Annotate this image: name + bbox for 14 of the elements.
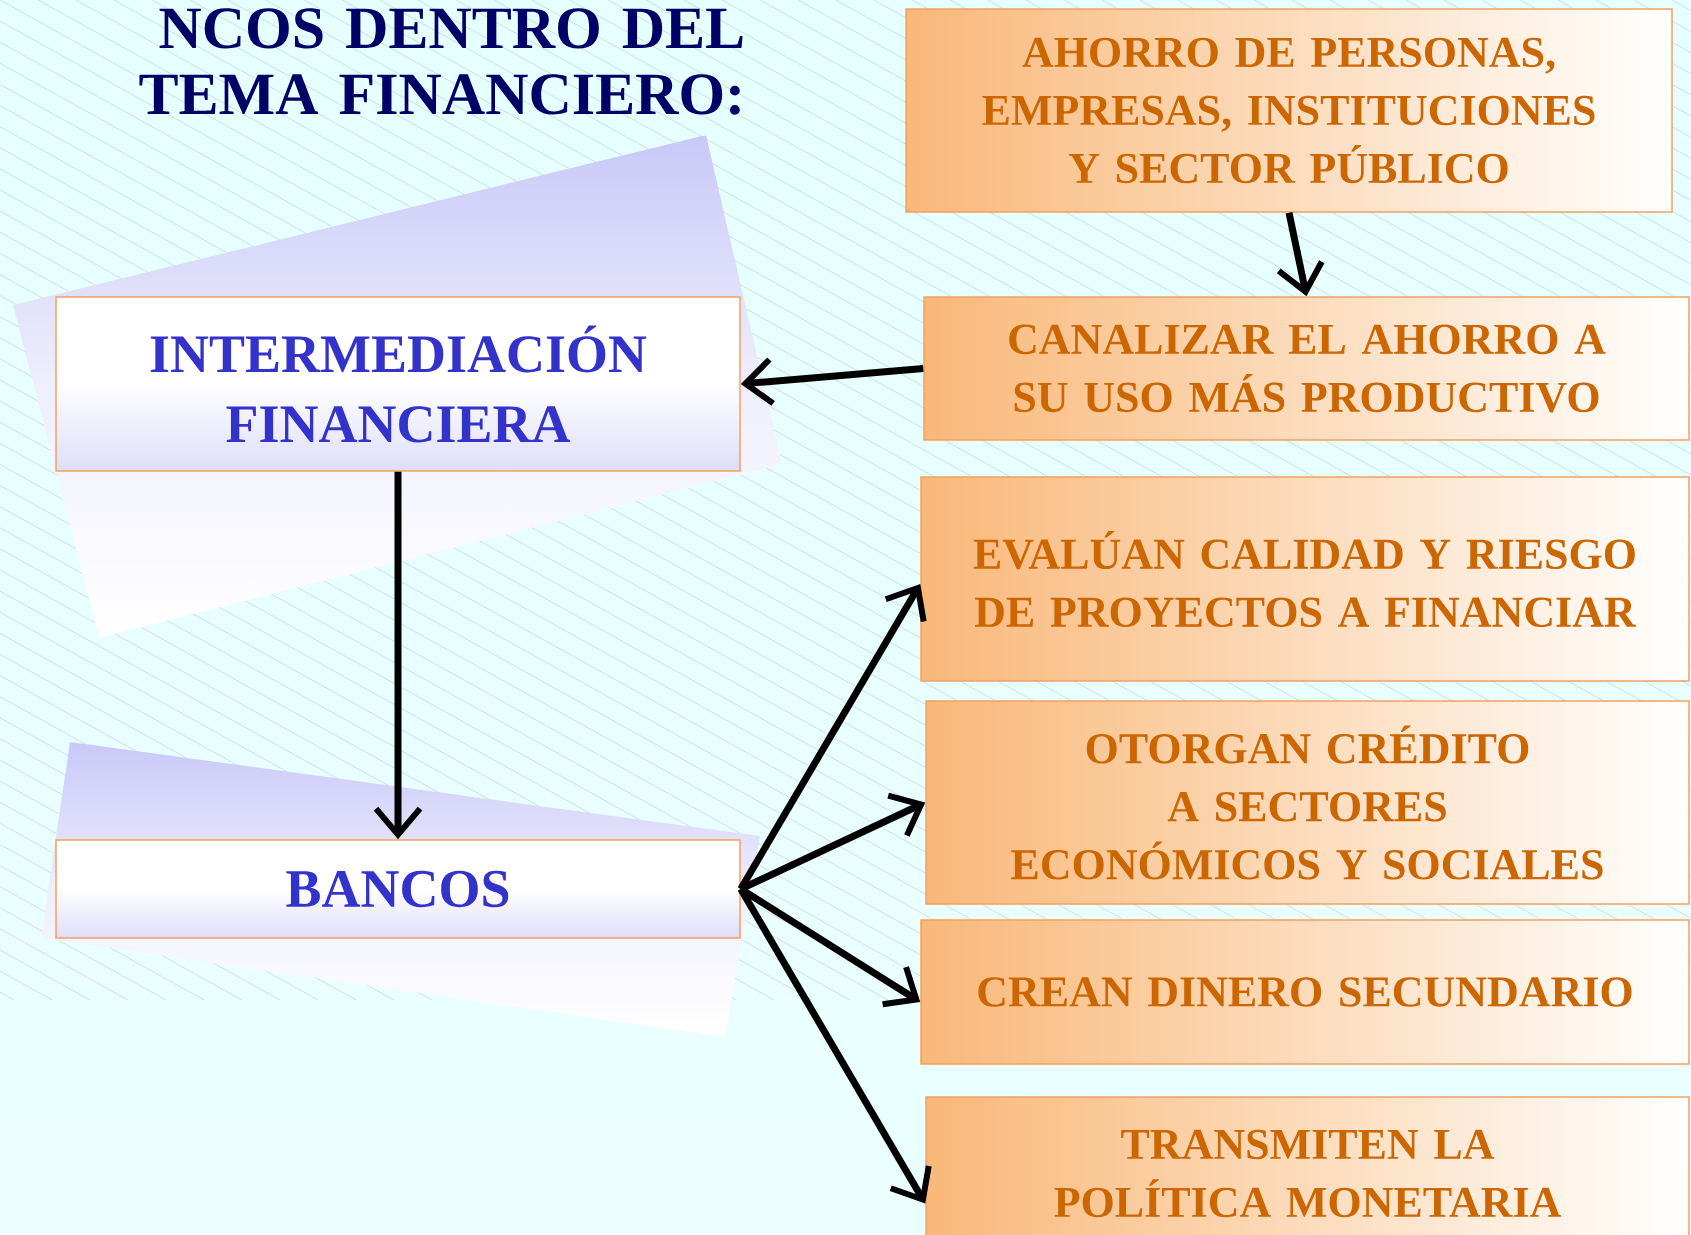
arrow xyxy=(740,357,924,406)
arrow xyxy=(737,584,927,891)
process-box: EVALÚAN CALIDAD Y RIESGO DE PROYECTOS A FINANCIAR xyxy=(920,476,1690,682)
concept-box: INTERMEDIACIÓN FINANCIERA xyxy=(55,296,741,472)
process-box: AHORRO DE PERSONAS, EMPRESAS, INSTITUCIONES Y SECTOR PÚBLICO xyxy=(905,8,1673,213)
process-box: CANALIZAR EL AHORRO A SU USO MÁS PRODUCTIVO xyxy=(923,296,1690,441)
arrow xyxy=(737,887,932,1204)
arrow xyxy=(738,886,921,1008)
arrow xyxy=(373,471,423,840)
concept-box: BANCOS xyxy=(55,839,741,939)
process-box: OTORGAN CRÉDITO A SECTORES ECONÓMICOS Y SOCIALES xyxy=(925,700,1690,905)
process-box: TRANSMITEN LA POLÍTICA MONETARIA xyxy=(925,1096,1690,1235)
process-box: CREAN DINERO SECUNDARIO xyxy=(920,919,1690,1065)
title: NCOS DENTRO DEL TEMA FINANCIERO: xyxy=(139,8,743,115)
